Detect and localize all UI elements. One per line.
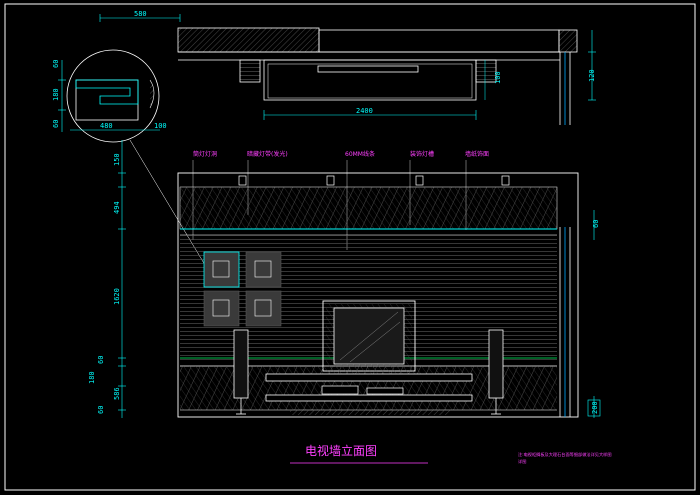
drawing-title: 电视墙立面图	[305, 443, 377, 458]
left-dim-4: 180	[88, 371, 96, 384]
ceiling-section: 580 120 100 2400	[99, 10, 596, 125]
right-dim-0: 60	[592, 220, 600, 228]
callout-1: 筒灯灯洞	[193, 150, 217, 158]
speakers	[233, 329, 504, 415]
callout-3: 60MM线条	[345, 150, 375, 158]
callout-4: 装饰灯槽	[410, 150, 434, 158]
detail-dim-mid: 180	[52, 88, 60, 101]
dim-580: 580	[134, 10, 147, 18]
right-dim-1: 200	[591, 401, 599, 414]
tv-cabinet	[265, 373, 473, 415]
tv-wall-elevation: 筒灯灯洞 暗藏灯带(发光) 60MM线条 装饰灯槽 墙纸饰面	[88, 140, 601, 418]
left-dim-0: 150	[113, 153, 121, 166]
left-dim-6: 60	[97, 406, 105, 414]
note-line-2: 详图	[518, 458, 526, 465]
tv-set	[322, 300, 416, 372]
callout-2: 暗藏灯带(发光)	[247, 150, 288, 158]
note-line-1: 注:电视柜搁板及大理石台面等细部做法详见大样图	[518, 451, 612, 458]
dim-100: 100	[494, 71, 502, 84]
detail-dim-bottom: 60	[52, 120, 60, 128]
left-dim-2: 1620	[113, 288, 121, 305]
detail-dim-side: 100	[154, 122, 167, 130]
left-dim-1: 494	[113, 201, 121, 214]
dim-120: 120	[588, 69, 596, 82]
left-dim-5: 586	[113, 387, 121, 400]
detail-dim-width: 480	[100, 122, 113, 130]
detail-dim-top: 60	[52, 60, 60, 68]
left-dim-3: 60	[97, 356, 105, 364]
art-panels	[203, 251, 282, 327]
dim-2400: 2400	[356, 107, 373, 115]
detail-circle: 60 180 60 480 100	[52, 49, 206, 266]
sheet-border	[4, 3, 696, 491]
callout-5: 墙纸饰面	[465, 150, 489, 158]
